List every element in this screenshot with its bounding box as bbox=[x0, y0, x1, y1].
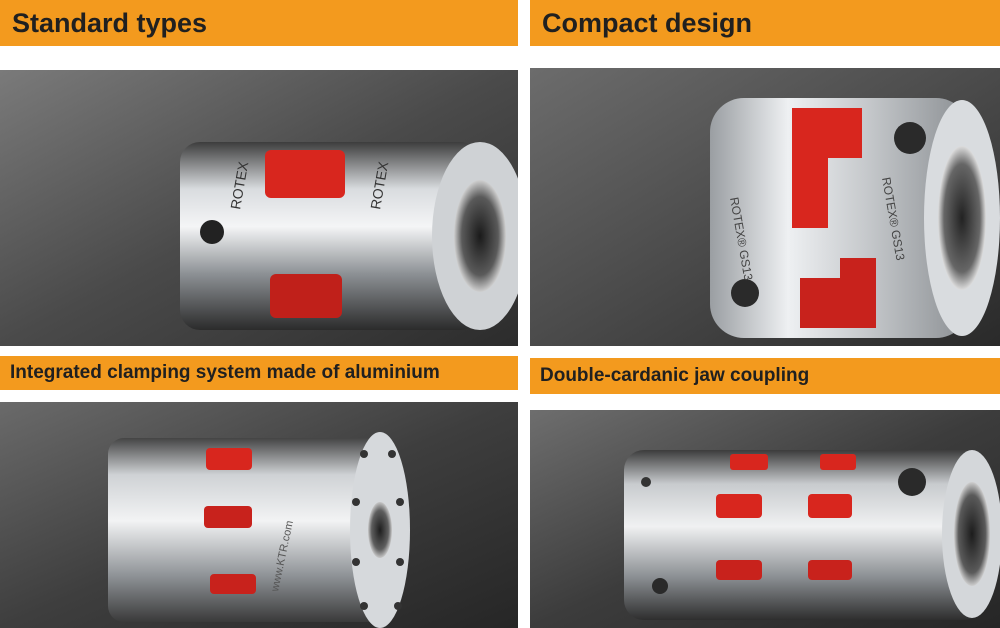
coupling-photo-compact: ROTEX® GS13 ROTEX® GS13 bbox=[530, 68, 1000, 346]
panel-title: Standard types bbox=[0, 0, 518, 46]
panel-title: Double-cardanic jaw coupling bbox=[530, 358, 1000, 394]
coupling-photo-clamping: www.KTR.com bbox=[0, 402, 518, 628]
panel-title: Compact design bbox=[530, 0, 1000, 46]
coupling-photo-double-cardanic bbox=[530, 410, 1000, 628]
panel-title: Integrated clamping system made of alumi… bbox=[0, 356, 518, 390]
coupling-photo-standard: ROTEX ROTEX bbox=[0, 70, 518, 346]
